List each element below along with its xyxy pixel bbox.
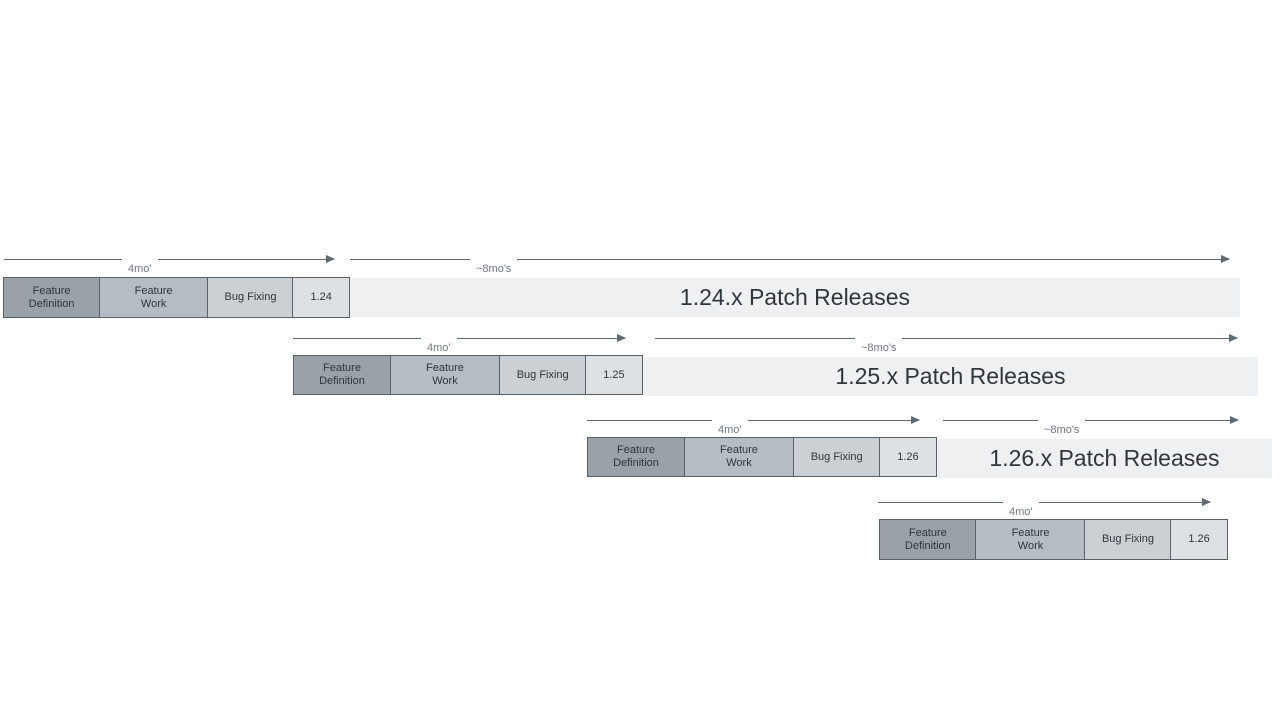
arrow-line-segment xyxy=(350,259,470,260)
feature-definition-box: Feature Definition xyxy=(879,519,977,560)
feature-definition-label: Feature Definition xyxy=(28,284,75,310)
version-label: 1.26 xyxy=(1188,533,1210,545)
version-box: 1.24 xyxy=(292,277,350,318)
feature-definition-label: Feature Definition xyxy=(319,362,365,387)
arrow-line-segment xyxy=(4,259,122,260)
cycle-duration-arrow-2: 4mo' xyxy=(293,332,626,356)
feature-work-box: Feature Work xyxy=(389,355,501,395)
feature-work-box: Feature Work xyxy=(975,519,1086,560)
cycle-duration-arrow-3: 4mo' xyxy=(587,414,920,438)
bug-fixing-box: Bug Fixing xyxy=(498,355,587,395)
patch-releases-label: 1.25.x Patch Releases xyxy=(835,363,1066,389)
bug-fixing-label: Bug Fixing xyxy=(1101,533,1154,545)
cycle-duration-label: 4mo' xyxy=(128,263,152,275)
bug-fixing-label: Bug Fixing xyxy=(810,450,863,463)
version-box: 1.26 xyxy=(1170,519,1228,560)
release-cycle-row-1.26: Feature Definition Feature Work Bug Fixi… xyxy=(587,437,937,477)
version-label: 1.25 xyxy=(603,368,625,381)
bug-fixing-box: Bug Fixing xyxy=(207,277,294,318)
release-cycle-row-1.24: Feature Definition Feature Work Bug Fixi… xyxy=(3,277,350,318)
arrow-head xyxy=(902,334,1238,342)
patch-releases-bar-1.25: 1.25.x Patch Releases xyxy=(643,357,1258,396)
feature-definition-box: Feature Definition xyxy=(587,437,685,477)
cycle-duration-label: 4mo' xyxy=(427,342,451,354)
patch-releases-bar-1.24: 1.24.x Patch Releases xyxy=(350,278,1240,317)
arrow-head xyxy=(456,334,626,342)
feature-work-box: Feature Work xyxy=(98,277,209,318)
patch-duration-label: ~8mo's xyxy=(861,342,897,354)
bug-fixing-box: Bug Fixing xyxy=(1084,519,1172,560)
feature-work-label: Feature Work xyxy=(1011,526,1050,552)
cycle-duration-label: 4mo' xyxy=(718,424,742,436)
arrow-head xyxy=(1085,416,1239,424)
patch-releases-bar-1.26: 1.26.x Patch Releases xyxy=(937,439,1272,478)
arrow-head xyxy=(517,255,1230,263)
version-label: 1.26 xyxy=(897,450,919,463)
arrow-head xyxy=(747,416,920,424)
feature-work-label: Feature Work xyxy=(134,284,173,310)
feature-work-label: Feature Work xyxy=(720,444,758,469)
bug-fixing-box: Bug Fixing xyxy=(792,437,881,477)
arrow-line-segment xyxy=(943,420,1038,421)
feature-definition-label: Feature Definition xyxy=(613,444,659,469)
release-cycle-row-1.25: Feature Definition Feature Work Bug Fixi… xyxy=(293,355,643,395)
version-box: 1.26 xyxy=(878,437,937,477)
feature-work-box: Feature Work xyxy=(683,437,795,477)
cycle-duration-arrow-1: 4mo' xyxy=(4,253,335,277)
cycle-duration-arrow-4: 4mo' xyxy=(878,496,1211,520)
cycle-duration-label: 4mo' xyxy=(1009,506,1033,518)
feature-definition-box: Feature Definition xyxy=(293,355,391,395)
patch-duration-arrow-1: ~8mo's xyxy=(350,253,1230,277)
arrow-head xyxy=(1038,498,1211,506)
patch-releases-label: 1.26.x Patch Releases xyxy=(989,445,1220,471)
release-cycle-row-next: Feature Definition Feature Work Bug Fixi… xyxy=(879,519,1228,560)
feature-work-label: Feature Work xyxy=(426,362,464,387)
patch-releases-label: 1.24.x Patch Releases xyxy=(679,284,911,310)
patch-duration-arrow-2: ~8mo's xyxy=(655,332,1238,356)
arrow-head xyxy=(157,255,335,263)
patch-duration-arrow-3: ~8mo's xyxy=(943,414,1239,438)
patch-duration-label: ~8mo's xyxy=(476,263,512,275)
feature-definition-label: Feature Definition xyxy=(904,526,951,552)
version-label: 1.24 xyxy=(310,291,332,303)
feature-definition-box: Feature Definition xyxy=(3,277,101,318)
patch-duration-label: ~8mo's xyxy=(1044,424,1080,436)
bug-fixing-label: Bug Fixing xyxy=(516,368,569,381)
arrow-line-segment xyxy=(587,420,712,421)
arrow-line-segment xyxy=(878,502,1003,503)
bug-fixing-label: Bug Fixing xyxy=(224,291,277,303)
arrow-line-segment xyxy=(655,338,855,339)
arrow-line-segment xyxy=(293,338,421,339)
version-box: 1.25 xyxy=(584,355,643,395)
